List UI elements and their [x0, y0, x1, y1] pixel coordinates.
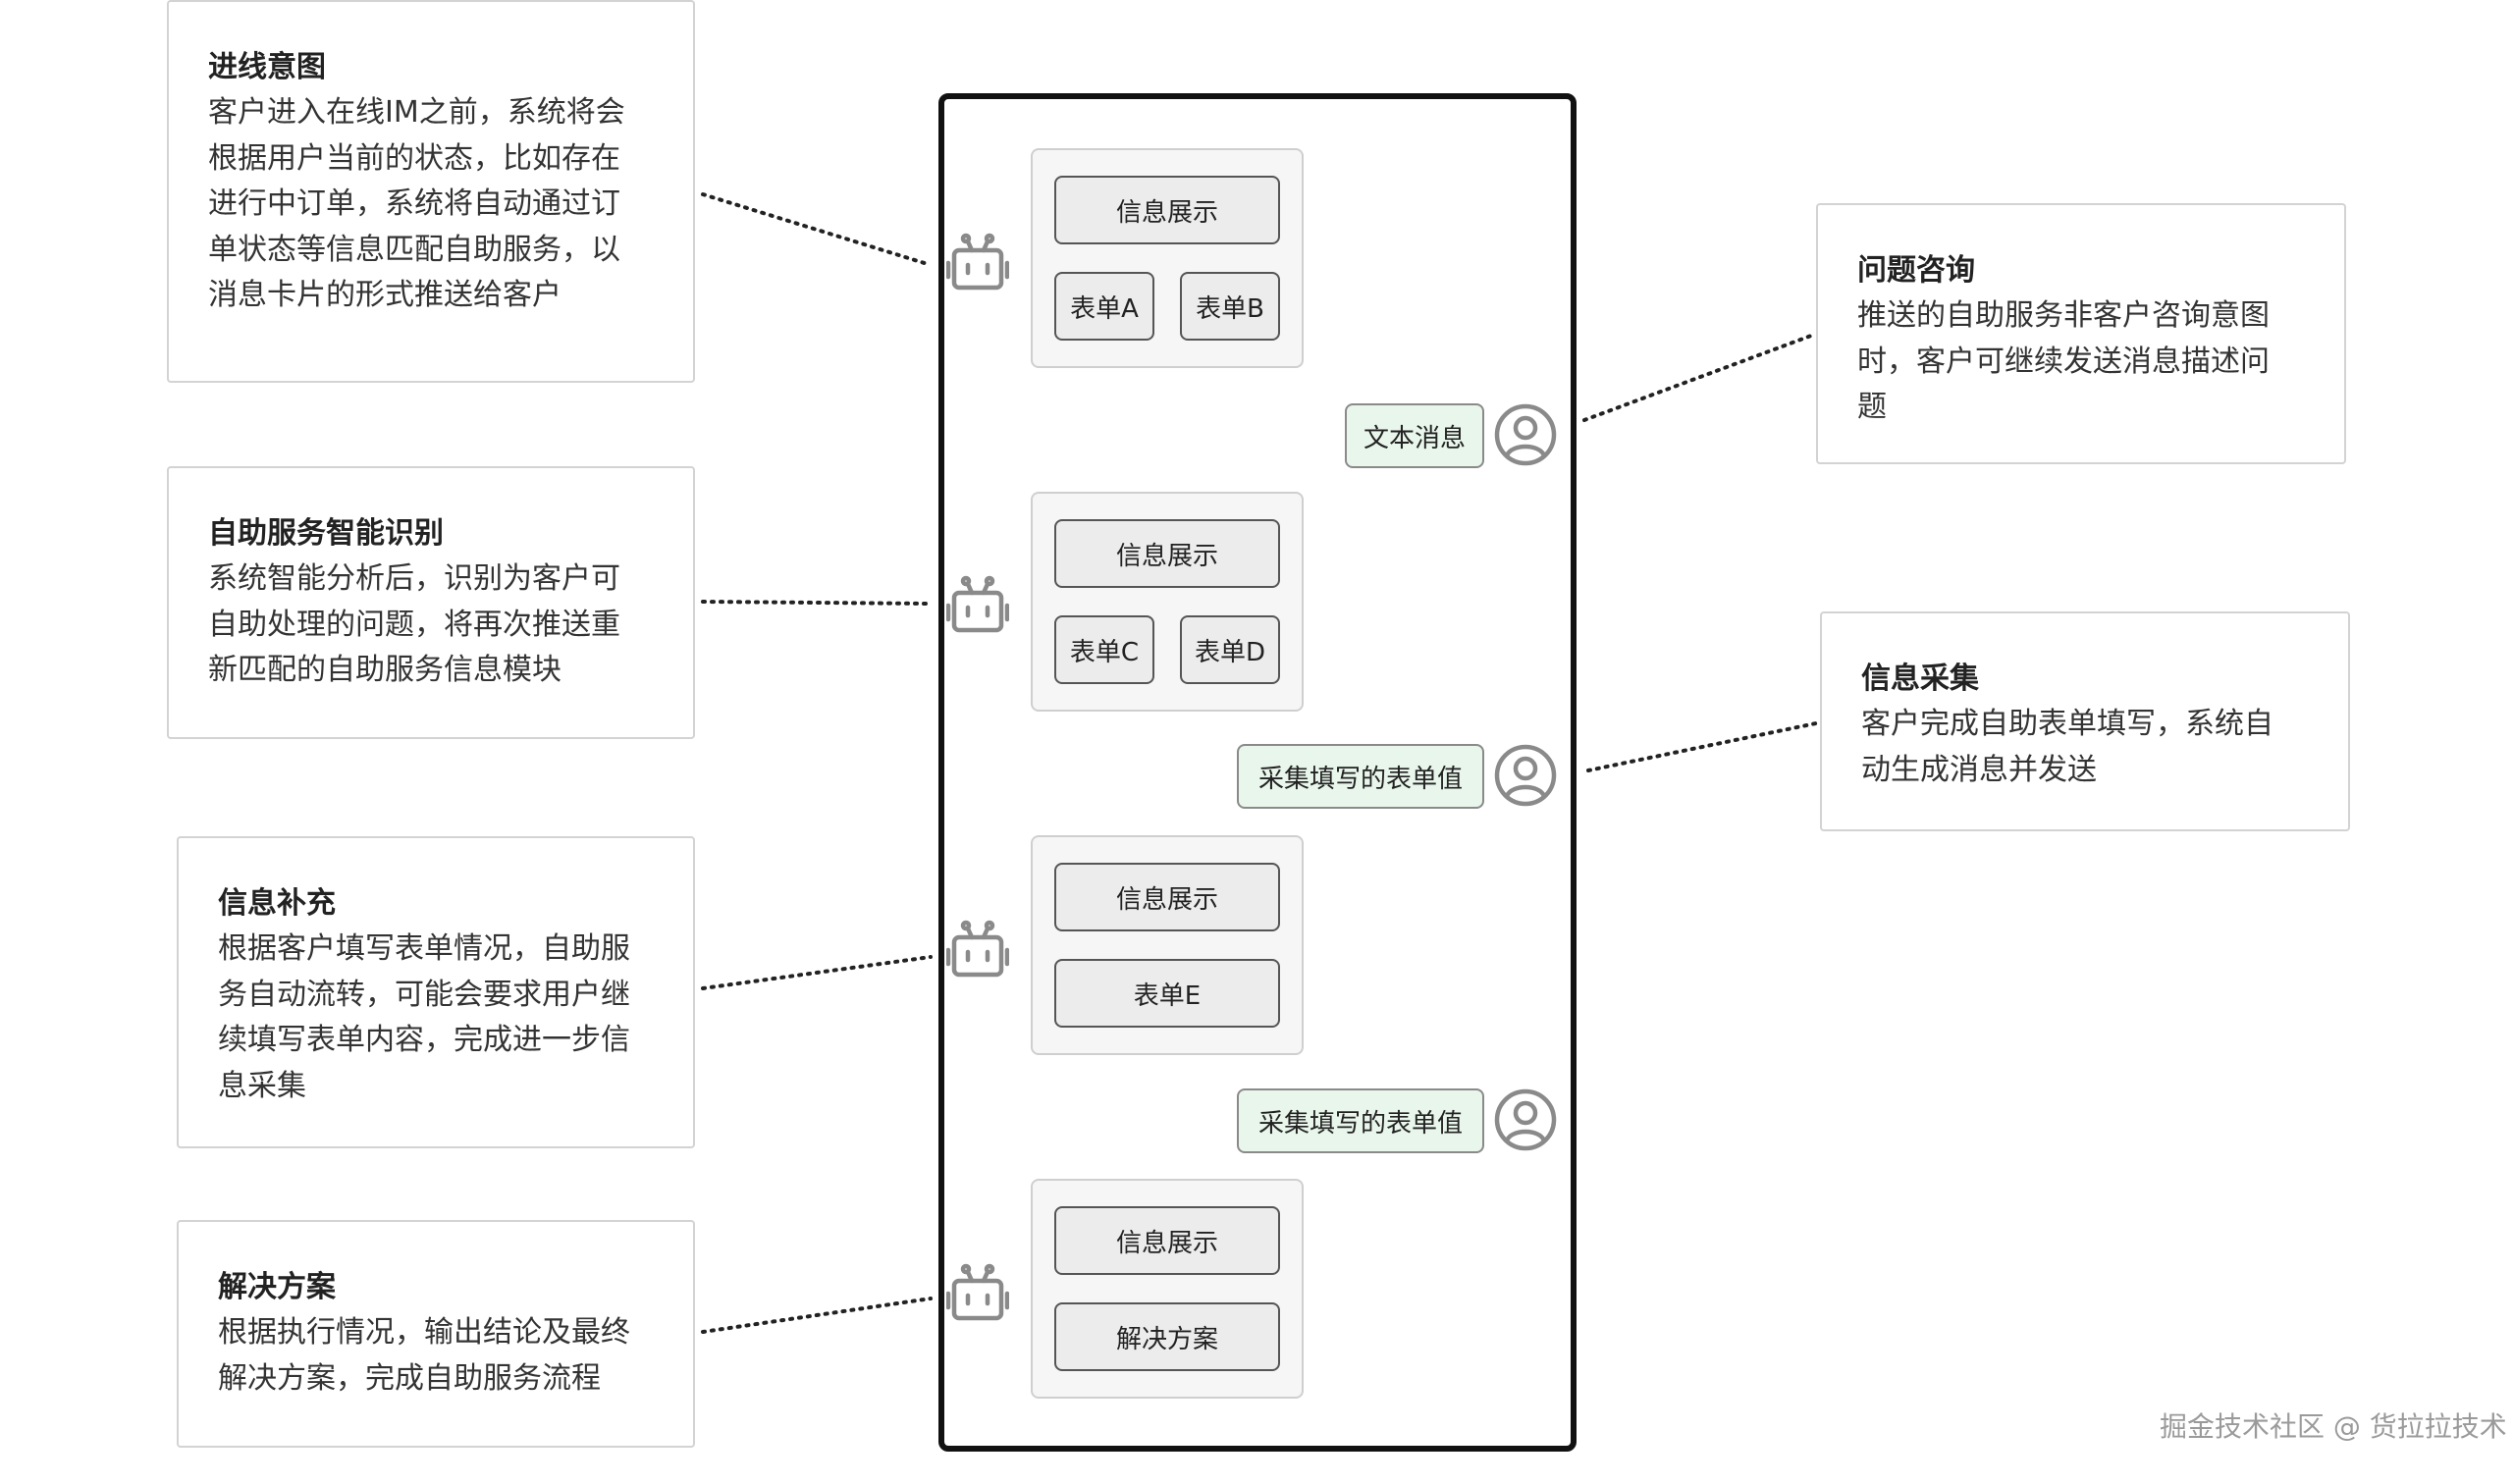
note-title: 进线意图 [208, 50, 326, 84]
note-line: 消息卡片的形式推送给客户 [208, 278, 561, 312]
note-info-supplement: 信息补充 根据客户填写表单情况，自助服 务自动流转，可能会要求用户继 续填写表单… [177, 836, 695, 1148]
form-b-button[interactable]: 表单B [1180, 272, 1280, 341]
watermark: 掘金技术社区 @ 货拉拉技术 [2160, 1410, 2507, 1443]
note-line: 时，客户可继续发送消息描述问 [1857, 344, 2270, 379]
note-title: 自助服务智能识别 [208, 516, 444, 551]
note-line: 自助处理的问题，将再次推送重 [208, 607, 620, 642]
info-display-button[interactable]: 信息展示 [1054, 863, 1280, 931]
user-avatar-icon [1494, 1088, 1557, 1151]
note-line: 务自动流转，可能会要求用户继 [218, 977, 630, 1012]
note-title: 解决方案 [218, 1270, 336, 1304]
note-line: 客户完成自助表单填写，系统自 [1861, 707, 2273, 741]
robot-icon [946, 575, 1009, 633]
message-card: 信息展示 表单A 表单B [1031, 148, 1304, 368]
note-line: 题 [1857, 390, 1887, 424]
note-intent: 进线意图 客户进入在线IM之前，系统将会 根据用户当前的状态，比如存在 进行中订… [167, 0, 695, 383]
user-message-bubble: 采集填写的表单值 [1237, 1088, 1484, 1153]
user-avatar-icon [1494, 403, 1557, 466]
robot-icon [946, 1263, 1009, 1321]
connector-recognition [701, 600, 933, 606]
info-display-button[interactable]: 信息展示 [1054, 519, 1280, 588]
connector-solution [701, 1297, 933, 1334]
note-line: 系统智能分析后，识别为客户可 [208, 561, 620, 596]
note-line: 息采集 [218, 1068, 306, 1103]
form-e-button[interactable]: 表单E [1054, 959, 1280, 1028]
user-message-bubble: 采集填写的表单值 [1237, 744, 1484, 809]
solution-button[interactable]: 解决方案 [1054, 1302, 1280, 1371]
connector-intent [701, 192, 933, 267]
note-title: 问题咨询 [1857, 253, 1975, 288]
note-line: 动生成消息并发送 [1861, 752, 2097, 787]
message-card: 信息展示 表单E [1031, 835, 1304, 1055]
note-info-collection: 信息采集 客户完成自助表单填写，系统自 动生成消息并发送 [1820, 611, 2350, 831]
note-line: 单状态等信息匹配自助服务，以 [208, 232, 620, 267]
connector-supplement [701, 955, 933, 990]
note-title: 信息补充 [218, 886, 336, 921]
note-line: 根据客户填写表单情况，自助服 [218, 931, 630, 966]
form-c-button[interactable]: 表单C [1054, 615, 1154, 684]
chat-phone-frame: 信息展示 表单A 表单B 文本消息 信息展示 表单C 表单D 采集填写的表单值 [938, 93, 1577, 1452]
connector-inquiry [1582, 334, 1813, 422]
note-title: 信息采集 [1861, 662, 1979, 696]
note-line: 解决方案，完成自助服务流程 [218, 1360, 601, 1396]
note-line: 进行中订单，系统将自动通过订 [208, 186, 620, 221]
note-solution: 解决方案 根据执行情况，输出结论及最终 解决方案，完成自助服务流程 [177, 1220, 695, 1448]
note-smart-recognition: 自助服务智能识别 系统智能分析后，识别为客户可 自助处理的问题，将再次推送重 新… [167, 466, 695, 739]
note-line: 续填写表单内容，完成进一步信 [218, 1023, 630, 1057]
info-display-button[interactable]: 信息展示 [1054, 1206, 1280, 1275]
message-card: 信息展示 表单C 表单D [1031, 492, 1304, 712]
message-card: 信息展示 解决方案 [1031, 1179, 1304, 1399]
form-d-button[interactable]: 表单D [1180, 615, 1280, 684]
note-line: 客户进入在线IM之前，系统将会 [208, 95, 625, 130]
note-inquiry: 问题咨询 推送的自助服务非客户咨询意图 时，客户可继续发送消息描述问 题 [1816, 203, 2346, 464]
note-line: 根据执行情况，输出结论及最终 [218, 1315, 630, 1350]
connector-collection [1586, 721, 1818, 772]
note-line: 推送的自助服务非客户咨询意图 [1857, 298, 2270, 333]
note-line: 新匹配的自助服务信息模块 [208, 653, 561, 687]
robot-icon [946, 920, 1009, 978]
user-message-bubble: 文本消息 [1345, 403, 1484, 468]
form-a-button[interactable]: 表单A [1054, 272, 1154, 341]
note-line: 根据用户当前的状态，比如存在 [208, 140, 620, 176]
user-avatar-icon [1494, 744, 1557, 807]
info-display-button[interactable]: 信息展示 [1054, 176, 1280, 244]
robot-icon [946, 233, 1009, 291]
